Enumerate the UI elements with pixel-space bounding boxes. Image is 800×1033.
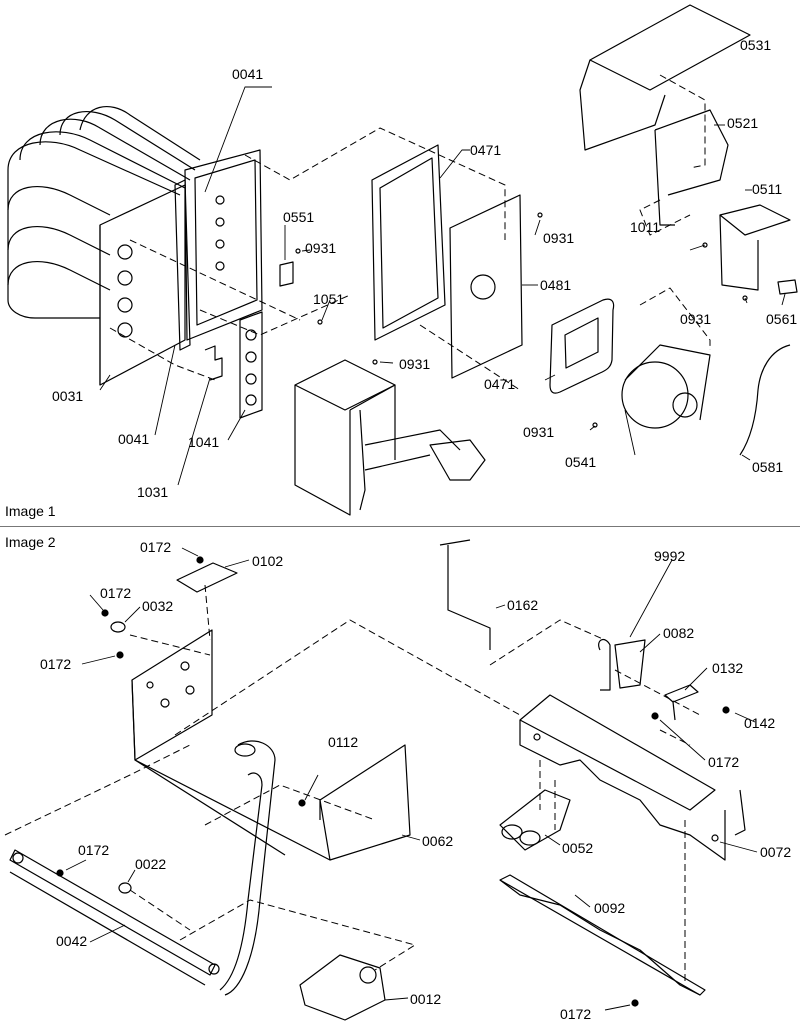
callout-label: 0112 <box>328 734 358 750</box>
callout-label: 0012 <box>410 991 441 1007</box>
plate-1041 <box>239 311 263 419</box>
gas-valve-0012 <box>299 954 386 1021</box>
callout-label: 0931 <box>680 311 711 327</box>
burner-0052 <box>499 789 571 851</box>
blower-0541 <box>621 344 711 429</box>
callout-label: 0471 <box>470 142 501 158</box>
callout-label: 0581 <box>752 459 783 475</box>
assembly-lines-image-2 <box>4 584 701 985</box>
wire-0581 <box>739 344 791 456</box>
bracket-0521 <box>654 109 729 226</box>
callout-label: 0172 <box>40 656 71 672</box>
callout-label: 0041 <box>232 66 263 82</box>
callout-label: 0072 <box>760 844 791 860</box>
callout-label: 0561 <box>766 311 797 327</box>
bracket-0511 <box>719 204 791 291</box>
gas-line-0162 <box>439 539 491 650</box>
callout-label: 0172 <box>78 842 109 858</box>
callout-label: 0092 <box>594 900 625 916</box>
clip-1031 <box>204 345 223 381</box>
screws-image-1 <box>295 212 748 428</box>
callout-label: 0471 <box>484 376 515 392</box>
callout-label: 0172 <box>140 539 171 555</box>
callout-label: 0162 <box>507 597 538 613</box>
callout-label: 1011 <box>630 219 660 235</box>
part-0561 <box>777 279 798 295</box>
heater-coil-assembly <box>7 106 201 386</box>
leader-lines-image-2 <box>65 547 758 1011</box>
callout-label: 0172 <box>100 585 131 601</box>
leader-lines-image-1 <box>99 86 786 486</box>
bracket-0041 <box>174 149 263 351</box>
callout-label: 0511 <box>752 181 782 197</box>
callout-label: 0541 <box>565 454 596 470</box>
callout-label: 0931 <box>399 356 430 372</box>
callout-label: 0102 <box>252 553 283 569</box>
callout-label: 1051 <box>313 291 344 307</box>
panel-0481 <box>449 194 523 379</box>
callout-labels: 0531 0521 0511 0561 0931 1011 0041 0471 … <box>40 37 797 1022</box>
callout-label: 0142 <box>744 715 775 731</box>
callout-label: 0931 <box>523 424 554 440</box>
callout-label: 9992 <box>654 548 685 564</box>
callout-label: 0031 <box>52 388 83 404</box>
callout-label: 0052 <box>562 840 593 856</box>
callout-label: 0041 <box>118 431 149 447</box>
callout-label: 0042 <box>56 933 87 949</box>
part-0551 <box>279 261 294 287</box>
callout-label: 0531 <box>740 37 771 53</box>
callout-label: 0082 <box>663 625 694 641</box>
bracket-0132 <box>664 684 699 721</box>
panel-divider <box>0 526 800 527</box>
manifold-0072 <box>519 694 746 861</box>
shield-0092 <box>499 874 706 996</box>
callout-label: 0022 <box>135 856 166 872</box>
callout-label: 0481 <box>540 277 571 293</box>
gasket-0471-small <box>549 298 615 394</box>
callout-label: 0551 <box>283 209 314 225</box>
panel-title-image-1: Image 1 <box>5 503 56 519</box>
callout-label: 0521 <box>727 115 758 131</box>
callout-label: 0032 <box>142 598 173 614</box>
gasket-0471-large <box>371 144 446 341</box>
ignitor-9992 <box>598 638 646 691</box>
control-box-assembly <box>294 359 486 516</box>
callout-label: 0132 <box>712 660 743 676</box>
cover-0531 <box>579 4 751 151</box>
screws-image-2 <box>56 556 730 1007</box>
callout-label: 0172 <box>708 754 739 770</box>
callout-label: 1031 <box>137 484 168 500</box>
panel-title-image-2: Image 2 <box>5 534 56 550</box>
burner-box-0062-assembly <box>131 629 411 861</box>
callout-label: 0062 <box>422 833 453 849</box>
callout-label: 0931 <box>543 230 574 246</box>
manifold-pipe-0042 <box>9 740 276 996</box>
label-0102 <box>176 562 238 593</box>
callout-label: 1041 <box>188 434 219 450</box>
fittings-image-2 <box>110 621 132 894</box>
assembly-lines-image-1 <box>109 74 711 391</box>
callout-label: 0931 <box>305 240 336 256</box>
callout-label: 0172 <box>560 1006 591 1022</box>
